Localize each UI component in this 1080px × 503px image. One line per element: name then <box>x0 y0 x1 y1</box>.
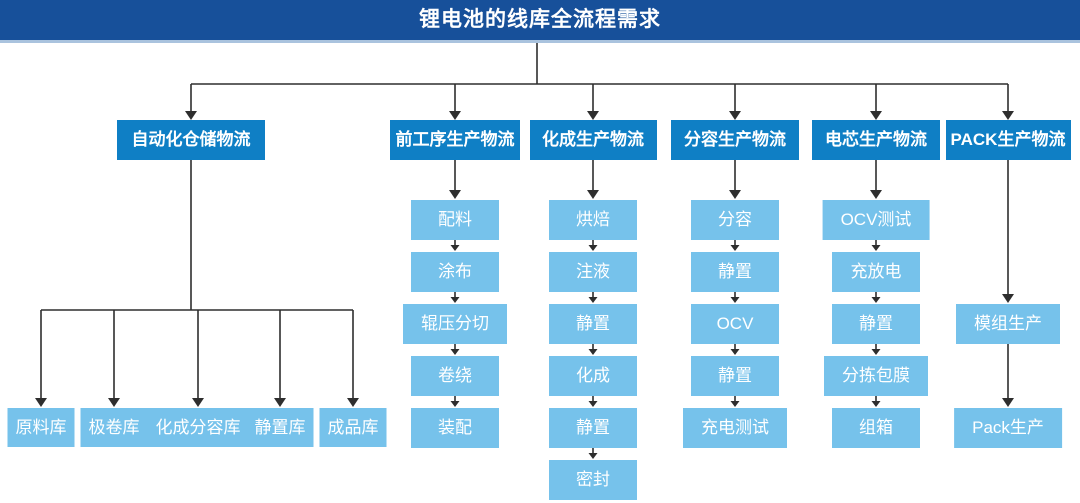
flow-step-box: 静置 <box>549 408 637 448</box>
flow-step-box: 装配 <box>411 408 499 448</box>
flow-step-box: 涂布 <box>411 252 499 292</box>
warehouse-box: 成品库 <box>319 408 387 447</box>
flow-step-box: 静置 <box>691 356 779 396</box>
flow-step-box: 注液 <box>549 252 637 292</box>
branch-box-pack: PACK生产物流 <box>945 120 1071 160</box>
flow-step-box: 分容 <box>691 200 779 240</box>
warehouse-box: 化成分容库 <box>147 408 249 447</box>
flow-step-box: 静置 <box>832 304 920 344</box>
flow-step-box: 充电测试 <box>683 408 787 448</box>
branch-box-front-process: 前工序生产物流 <box>390 120 520 160</box>
warehouse-box: 极卷库 <box>80 408 148 447</box>
flow-step-box: 模组生产 <box>956 304 1060 344</box>
flow-step-box: 静置 <box>549 304 637 344</box>
branch-box-grading: 分容生产物流 <box>671 120 799 160</box>
flow-step-box: OCV <box>691 304 779 344</box>
branch-box-automated-warehouse: 自动化仓储物流 <box>117 120 265 160</box>
flow-step-box: 分拣包膜 <box>824 356 928 396</box>
flow-step-box: 密封 <box>549 460 637 500</box>
page-title: 锂电池的线库全流程需求 <box>0 0 1080 43</box>
flow-step-box: 卷绕 <box>411 356 499 396</box>
flow-step-box: 辊压分切 <box>403 304 507 344</box>
flow-step-box: 配料 <box>411 200 499 240</box>
warehouse-box: 原料库 <box>7 408 75 447</box>
flow-step-box: 静置 <box>691 252 779 292</box>
flow-step-box: OCV测试 <box>822 200 930 240</box>
flow-step-box: 烘焙 <box>549 200 637 240</box>
branch-box-formation: 化成生产物流 <box>529 120 657 160</box>
flow-step-box: 化成 <box>549 356 637 396</box>
warehouse-box: 静置库 <box>246 408 314 447</box>
branch-box-cell: 电芯生产物流 <box>812 120 940 160</box>
flow-step-box: 组箱 <box>832 408 920 448</box>
flow-step-box: Pack生产 <box>954 408 1062 448</box>
flow-step-box: 充放电 <box>832 252 920 292</box>
